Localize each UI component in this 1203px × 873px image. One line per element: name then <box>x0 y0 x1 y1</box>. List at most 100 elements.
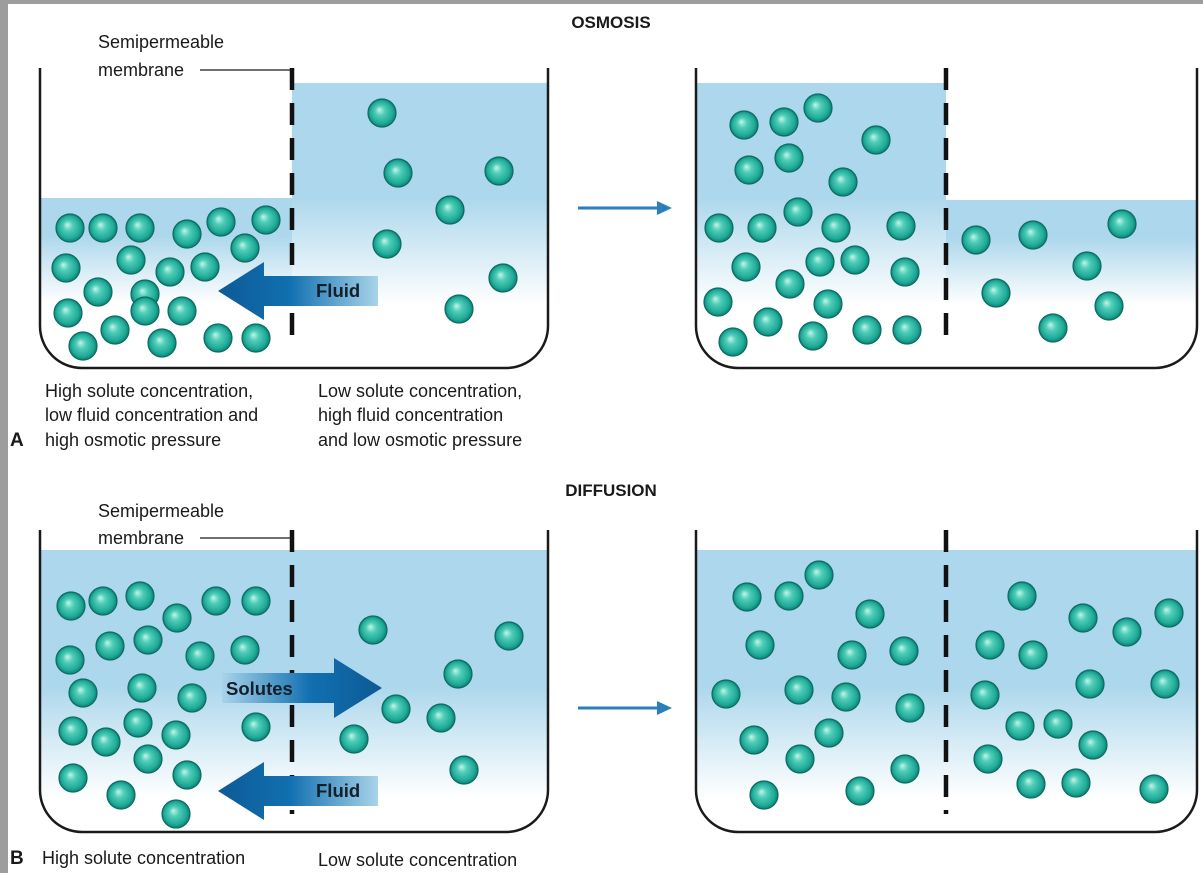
solute-particle <box>58 716 88 746</box>
solute-particle <box>1107 209 1137 239</box>
solute-particle <box>703 287 733 317</box>
solute-particle <box>1150 669 1180 699</box>
solutes-left-compartment <box>703 93 922 357</box>
osmosis-membrane-label: Semipermeable membrane <box>98 32 292 80</box>
solute-particle <box>769 107 799 137</box>
solute-particle <box>185 641 215 671</box>
solute-particle <box>100 315 130 345</box>
panel-letter-b: B <box>10 848 24 869</box>
solute-particle <box>51 253 81 283</box>
diffusion-transition-arrow <box>578 701 672 715</box>
solute-particle <box>886 211 916 241</box>
solute-particle <box>88 586 118 616</box>
solute-particle <box>749 780 779 810</box>
solute-particle <box>88 213 118 243</box>
solute-particle <box>372 229 402 259</box>
solute-particle <box>783 197 813 227</box>
transition-arrow-head <box>657 701 672 715</box>
solute-particle <box>161 720 191 750</box>
solute-particle <box>774 143 804 173</box>
solute-particle <box>68 678 98 708</box>
solute-particle <box>803 93 833 123</box>
fluid-arrow-left <box>218 262 378 320</box>
solute-particle <box>68 331 98 361</box>
solute-particle <box>241 586 271 616</box>
solute-particle <box>488 263 518 293</box>
membrane-label-line1: Semipermeable <box>98 32 224 52</box>
solute-particle <box>172 760 202 790</box>
osmosis-after-beaker <box>694 68 1199 370</box>
solutes-right-compartment <box>961 209 1137 343</box>
solute-particle <box>845 776 875 806</box>
solute-particle <box>444 294 474 324</box>
solute-particle <box>230 635 260 665</box>
solute-particle <box>889 636 919 666</box>
solute-particle <box>381 694 411 724</box>
solute-particle <box>804 560 834 590</box>
solute-particle <box>116 245 146 275</box>
diffusion-solutes-arrow: Solutes <box>222 658 382 718</box>
solute-particle <box>729 110 759 140</box>
solute-particle <box>1068 603 1098 633</box>
solute-particle <box>970 680 1000 710</box>
solute-particle <box>739 725 769 755</box>
solute-particle <box>890 754 920 784</box>
solute-particle <box>125 213 155 243</box>
osmosis-transition-arrow <box>578 201 672 215</box>
solute-particle <box>837 640 867 670</box>
osmosis-fluid-arrow: Fluid <box>218 262 378 320</box>
solute-particle <box>805 247 835 277</box>
right-caption-line2: high fluid concentration <box>318 405 503 425</box>
solute-particle <box>1075 669 1105 699</box>
solute-particle <box>383 158 413 188</box>
solute-particle <box>367 98 397 128</box>
solute-particle <box>1018 640 1048 670</box>
solute-particle <box>190 252 220 282</box>
solute-particle <box>206 207 236 237</box>
solute-particle <box>711 679 741 709</box>
solutes-arrow-label: Solutes <box>226 678 293 699</box>
solute-particle <box>53 298 83 328</box>
beaker-outline <box>38 530 550 834</box>
solute-particle <box>1007 581 1037 611</box>
solute-particle <box>133 625 163 655</box>
solute-particle <box>426 703 456 733</box>
solute-particle <box>704 213 734 243</box>
solute-particle <box>130 296 160 326</box>
solute-particle <box>91 727 121 757</box>
solute-particle <box>1072 251 1102 281</box>
solute-particle <box>1078 730 1108 760</box>
solute-particle <box>339 724 369 754</box>
diffusion-membrane-label: Semipermeable membrane <box>98 501 292 548</box>
solute-particle <box>745 630 775 660</box>
left-caption: High solute concentration <box>42 848 245 868</box>
right-caption: Low solute concentration <box>318 850 517 870</box>
left-caption-line3: high osmotic pressure <box>45 430 221 450</box>
solute-particle <box>1094 291 1124 321</box>
solute-particle <box>1043 709 1073 739</box>
solute-particle <box>203 323 233 353</box>
solute-particle <box>821 213 851 243</box>
solute-particle <box>840 245 870 275</box>
solute-particle <box>1139 774 1169 804</box>
solute-particle <box>785 744 815 774</box>
solute-particle <box>1016 769 1046 799</box>
membrane-label-line2: membrane <box>98 60 184 80</box>
solute-particle <box>852 315 882 345</box>
beaker-outline <box>694 530 1199 834</box>
osmosis-title: OSMOSIS <box>571 13 650 32</box>
fluid-arrow-label: Fluid <box>316 280 360 301</box>
solute-particle <box>241 712 271 742</box>
diffusion-after-beaker <box>694 530 1199 834</box>
solute-particle <box>83 277 113 307</box>
solute-particle <box>147 328 177 358</box>
solute-particle <box>981 278 1011 308</box>
solute-particle <box>201 586 231 616</box>
solute-particle <box>56 591 86 621</box>
solute-particle <box>161 799 191 829</box>
osmosis-before-beaker <box>38 68 550 370</box>
solutes-left-compartment <box>711 560 925 810</box>
solute-particle <box>123 708 153 738</box>
solute-particle <box>230 233 260 263</box>
solute-particle <box>895 693 925 723</box>
